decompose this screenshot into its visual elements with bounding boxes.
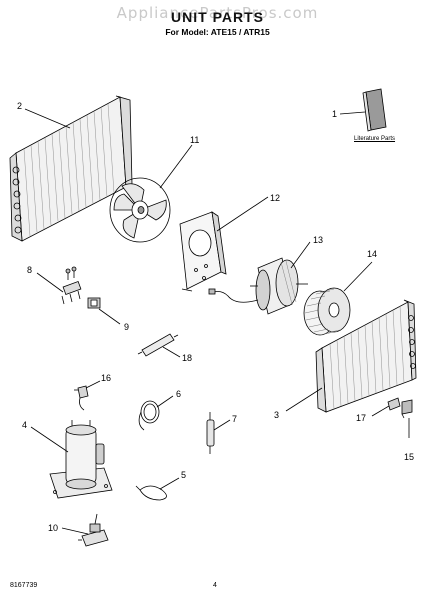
leader-line-12 [216, 196, 269, 232]
capacitor-strap [138, 400, 160, 431]
overload-protector [74, 385, 89, 411]
filter-drier [137, 333, 179, 357]
leader-line-16 [85, 380, 101, 389]
leader-line-5 [159, 477, 180, 490]
callout-6: 6 [176, 389, 182, 399]
watermark: AppliancePartsPros.com [116, 4, 319, 22]
page-number: 4 [213, 582, 217, 589]
callout-15: 15 [404, 452, 415, 462]
leader-line-2 [24, 108, 71, 129]
condenser-coil [9, 95, 133, 242]
callout-1: 1 [332, 109, 338, 119]
callout-5: 5 [181, 470, 187, 480]
callout-10: 10 [48, 523, 59, 533]
leader-line-9 [98, 308, 121, 325]
leader-line-1 [339, 111, 366, 115]
callout-14: 14 [367, 249, 378, 259]
leader-line-3 [285, 387, 323, 412]
callout-2: 2 [17, 101, 23, 111]
document-number: 8167739 [10, 582, 38, 589]
callout-3: 3 [274, 410, 280, 420]
callout-11: 11 [190, 135, 200, 145]
accumulator-tube [206, 412, 215, 454]
leader-line-7 [213, 419, 231, 431]
callout-4: 4 [22, 420, 28, 430]
callout-13: 13 [313, 235, 324, 245]
leader-line-8 [36, 272, 64, 293]
compressor [49, 420, 113, 499]
wire-harness [135, 485, 167, 501]
callout-18: 18 [182, 353, 193, 363]
callout-9: 9 [124, 322, 130, 332]
leader-line-4 [30, 426, 69, 453]
model-subtitle: For Model: ATE15 / ATR15 [165, 27, 270, 37]
thermostat-switch [78, 513, 109, 547]
motor-mount-bracket [179, 211, 227, 292]
callout-16: 16 [101, 373, 112, 383]
leader-line-10 [61, 527, 89, 535]
retaining-clip [401, 399, 413, 419]
page-title: UNIT PARTS [171, 9, 264, 25]
blower-wheel [303, 287, 351, 336]
callout-7: 7 [232, 414, 238, 424]
drain-cap [387, 397, 401, 411]
leader-line-17 [371, 405, 390, 417]
valve-coil [87, 297, 101, 309]
callout-12: 12 [270, 193, 281, 203]
callout-8: 8 [27, 265, 33, 275]
leader-line-11 [159, 144, 193, 189]
literature-parts-label: Literature Parts [354, 136, 396, 142]
evaporator-coil [315, 299, 417, 413]
condenser-fan-blade [109, 177, 171, 243]
literature-booklet [362, 88, 387, 132]
reversing-valve [61, 266, 82, 305]
leader-line-18 [162, 346, 181, 358]
callout-17: 17 [356, 413, 367, 423]
leader-line-6 [156, 395, 174, 408]
fan-motor [208, 257, 308, 315]
leader-line-13 [290, 241, 311, 269]
leader-line-14 [343, 261, 373, 292]
